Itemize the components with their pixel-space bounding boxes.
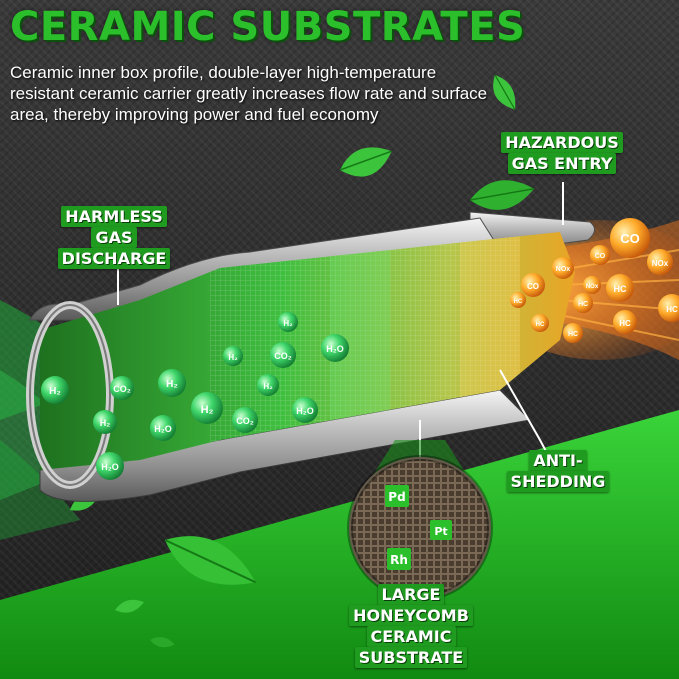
molecule-icon: CO₂ — [232, 407, 258, 433]
molecule-label: NOx — [586, 284, 599, 290]
callout-line: GAS ENTRY — [507, 153, 617, 174]
callout-line: HAZARDOUS — [501, 132, 623, 153]
molecule-icon: CO — [590, 245, 610, 265]
molecule-label: H₂ — [228, 353, 238, 362]
molecule-icon: H₂O — [96, 452, 124, 480]
metal-badge-icon: Pt — [430, 520, 452, 540]
molecule-icon: H₂ — [257, 374, 279, 396]
callout-line: ANTI-SHEDDING — [506, 450, 610, 492]
molecule-icon: H₂O — [292, 397, 318, 423]
molecule-icon: H₂ — [191, 392, 223, 424]
metal-badge-icon: Rh — [387, 548, 411, 570]
molecule-icon: H₂ — [158, 369, 186, 397]
molecule-icon: HC — [563, 323, 583, 343]
molecule-label: CO₂ — [236, 416, 254, 426]
molecule-label: HC — [614, 284, 627, 294]
molecule-label: H₂O — [154, 424, 172, 434]
molecule-label: CO₂ — [274, 351, 292, 361]
harmless-gas-discharge-callout: HARMLESS GAS DISCHARGE — [44, 206, 184, 269]
molecule-label: NOx — [556, 266, 571, 273]
molecule-label: H₂ — [263, 382, 273, 391]
orange-molecule-group: CO NOx NOx CO HC NOx HC CO HC HC HC HC H… — [510, 218, 679, 343]
molecule-label: H₂ — [201, 404, 214, 416]
molecule-label: HC — [536, 322, 545, 328]
page-title: CERAMIC SUBSTRATES — [10, 4, 526, 50]
molecule-icon: H₂ — [93, 410, 117, 434]
molecule-label: H₂ — [166, 379, 178, 390]
molecule-label: NOx — [652, 259, 669, 268]
molecule-label: H₂O — [326, 344, 344, 354]
molecule-label: H₂ — [49, 386, 61, 397]
product-description: Ceramic inner box profile, double-layer … — [10, 63, 488, 124]
molecule-icon: H₂ — [41, 376, 69, 404]
leaf-icon — [164, 536, 257, 585]
molecule-label: HC — [666, 305, 678, 314]
hazardous-gas-entry-callout: HAZARDOUS GAS ENTRY — [492, 132, 632, 174]
molecule-label: CO₂ — [113, 384, 131, 394]
molecule-label: H₂ — [100, 418, 111, 428]
molecule-icon: CO — [521, 273, 545, 297]
metal-badge-icon: Pd — [385, 485, 409, 507]
molecule-icon: CO₂ — [270, 342, 296, 368]
molecule-label: H₂ — [283, 319, 293, 328]
molecule-icon: HC — [531, 314, 549, 332]
metal-label: Pt — [434, 525, 447, 538]
metal-label: Rh — [390, 553, 408, 567]
molecule-label: HC — [568, 331, 578, 338]
callout-line: LARGE HONEYCOMB — [349, 584, 473, 626]
molecule-icon: NOx — [583, 276, 601, 294]
callout-line: CERAMIC SUBSTRATE — [354, 626, 468, 668]
molecule-icon: HC — [658, 294, 679, 322]
molecule-label: HC — [619, 319, 631, 328]
molecule-icon: NOx — [647, 249, 673, 275]
molecule-label: CO — [595, 253, 606, 260]
molecule-icon: CO₂ — [110, 376, 134, 400]
molecule-label: H₂O — [101, 462, 119, 472]
molecule-icon: HC — [606, 274, 634, 302]
honeycomb-zoom-circle: Pd Pt Rh — [347, 440, 493, 601]
molecule-icon: HC — [613, 310, 637, 334]
molecule-icon: H₂ — [223, 346, 243, 366]
molecule-icon: NOx — [552, 257, 574, 279]
leaf-icon — [469, 180, 535, 210]
leaf-icon — [493, 74, 516, 110]
leaf-icon — [150, 636, 175, 648]
molecule-icon: H₂O — [150, 415, 176, 441]
molecule-label: HC — [514, 299, 523, 305]
callout-line: GAS DISCHARGE — [57, 227, 171, 269]
molecule-label: HC — [578, 301, 588, 308]
molecule-icon: CO — [610, 218, 650, 258]
green-molecule-group: H₂ CO₂ H₂ H₂O H₂ H₂O H₂ CO₂ H₂ H₂O H₂ H₂… — [41, 312, 349, 480]
anti-shedding-callout: ANTI-SHEDDING — [488, 450, 628, 492]
callout-line: HARMLESS — [61, 206, 167, 227]
molecule-label: H₂O — [296, 406, 314, 416]
leaf-icon — [115, 599, 144, 613]
molecule-label: CO — [620, 231, 640, 246]
leaf-icon-group — [70, 74, 535, 648]
metal-label: Pd — [388, 490, 405, 504]
molecule-icon: H₂ — [278, 312, 298, 332]
molecule-label: CO — [527, 282, 539, 291]
molecule-icon: HC — [510, 292, 526, 308]
honeycomb-substrate-callout: LARGE HONEYCOMB CERAMIC SUBSTRATE — [326, 584, 496, 668]
molecule-icon: H₂O — [321, 334, 349, 362]
leaf-icon — [339, 147, 392, 177]
molecule-icon: HC — [573, 293, 593, 313]
